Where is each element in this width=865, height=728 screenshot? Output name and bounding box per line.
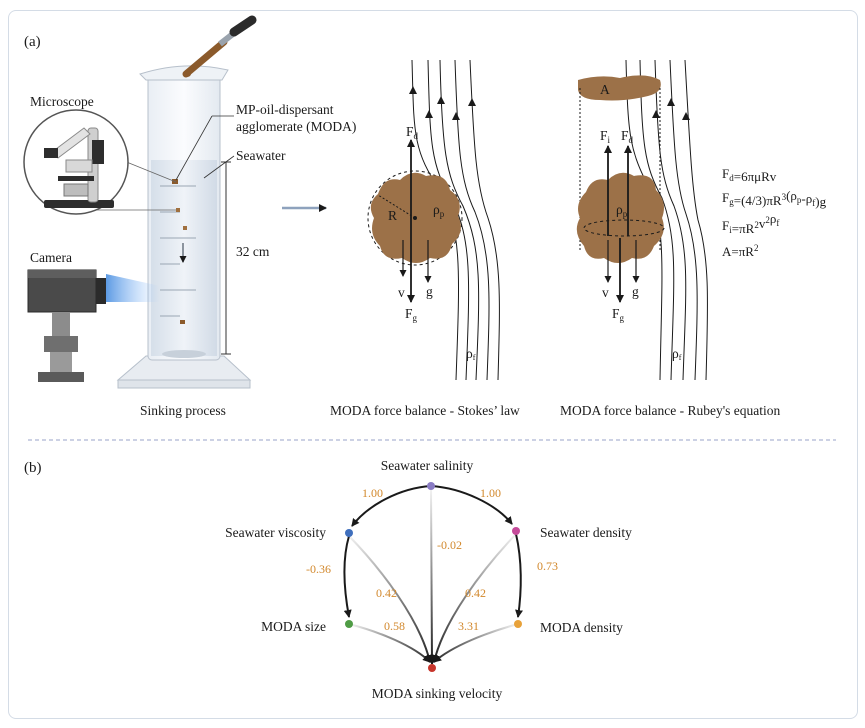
svg-text:Fd: Fd — [621, 128, 634, 145]
node-label-density: Seawater density — [540, 525, 632, 540]
coef-salinity-velocity: -0.02 — [437, 538, 462, 552]
node-label-velocity: MODA sinking velocity — [372, 686, 503, 701]
seawater-leader — [203, 155, 235, 179]
node-label-size: MODA size — [261, 619, 326, 634]
coef-salinity-density: 1.00 — [480, 486, 501, 500]
equation-fi: Fi=πR2v2ρf — [722, 211, 779, 236]
rubey-a: A — [600, 82, 610, 97]
node-density — [512, 527, 520, 535]
stokes-fd-sub: d — [414, 131, 419, 141]
node-viscosity — [345, 529, 353, 537]
microscope-label: Microscope — [30, 94, 94, 109]
rubey-fg-sub: g — [620, 313, 625, 323]
rubey-fd-sub: d — [629, 135, 634, 145]
rubey-rho-p-sub: p — [623, 209, 628, 219]
microscope-icon — [44, 127, 114, 208]
svg-text:Fd: Fd — [406, 124, 419, 141]
rubey-g: g — [632, 284, 639, 299]
equation-fd: Fd=6πμRv — [722, 166, 777, 184]
edge-salinity-viscosity — [351, 485, 432, 527]
panel-b-label: (b) — [24, 460, 42, 476]
edge-viscosity-velocity — [348, 535, 433, 663]
stokes-g: g — [426, 284, 433, 299]
moda-label-line1: MP-oil-dispersant — [236, 102, 334, 117]
rubey-rho-p: ρ — [616, 202, 623, 217]
rubey-fd: F — [621, 128, 629, 143]
stokes-caption: MODA force balance - Stokes’ law — [330, 403, 520, 418]
node-velocity — [428, 664, 436, 672]
rubey-rho-f-sub: f — [679, 353, 682, 362]
stokes-fg: F — [405, 306, 413, 321]
coef-density-velocity: 0.42 — [465, 586, 486, 600]
stokes-rho-p: ρ — [433, 202, 440, 217]
rubey-caption: MODA force balance - Rubey's equation — [560, 403, 780, 418]
node-salinity — [427, 482, 435, 490]
coef-viscosity-size: -0.36 — [306, 562, 331, 576]
rubey-v: v — [602, 285, 609, 300]
rubey-fi-sub: i — [608, 135, 611, 145]
coef-size-velocity: 0.58 — [384, 619, 405, 633]
stokes-r: R — [388, 208, 397, 223]
node-label-salinity: Seawater salinity — [381, 458, 474, 473]
stokes-stream-arrows — [409, 86, 476, 120]
stokes-fg-sub: g — [413, 313, 418, 323]
moda-agglomerate-rubey — [576, 172, 664, 263]
coef-salinity-viscosity: 1.00 — [362, 486, 383, 500]
height-bracket — [221, 161, 231, 355]
edge-density-moda_density — [515, 533, 523, 618]
coef-density-moda_density: 0.73 — [537, 559, 558, 573]
svg-text:Fg: Fg — [612, 306, 625, 323]
camera-label: Camera — [30, 250, 72, 265]
rubey-streamlines — [625, 59, 709, 381]
rubey-fi: F — [600, 128, 608, 143]
coef-moda_density-velocity: 3.31 — [458, 619, 479, 633]
moda-label-line2: agglomerate (MODA) — [236, 119, 356, 134]
stokes-rho-p-sub: p — [440, 209, 445, 219]
rubey-fg: F — [612, 306, 620, 321]
edge-salinity-density — [430, 485, 513, 525]
node-label-moda_density: MODA density — [540, 620, 623, 635]
equation-a: A=πR2 — [722, 243, 758, 259]
stokes-rho-f-sub: f — [473, 353, 476, 362]
edge-size-velocity — [348, 623, 431, 663]
edge-salinity-velocity — [427, 487, 436, 665]
path-diagram: 1.00 1.00 -0.02 -0.36 0.42 0.73 0.42 0.58 3.31 Se… — [225, 458, 632, 701]
sinking-caption: Sinking process — [140, 403, 226, 418]
svg-text:Fi: Fi — [600, 128, 611, 145]
edge-moda_density-velocity — [433, 623, 519, 663]
rubey-diagram — [576, 59, 709, 381]
seawater-label: Seawater — [236, 148, 286, 163]
svg-text:ρf: ρf — [466, 346, 476, 362]
panel-a-label: (a) — [24, 34, 41, 50]
stokes-diagram — [367, 59, 500, 381]
edge-density-velocity — [431, 533, 517, 663]
svg-text:ρp: ρp — [616, 202, 628, 219]
node-moda_density — [514, 620, 522, 628]
stokes-v: v — [398, 285, 405, 300]
dropper-icon — [182, 15, 257, 78]
edge-viscosity-size — [343, 535, 352, 618]
equation-fg: Fg=(4/3)πR3(ρp-ρf)g — [722, 188, 827, 209]
stokes-fd: F — [406, 124, 414, 139]
node-size — [345, 620, 353, 628]
svg-text:Fg: Fg — [405, 306, 418, 323]
node-label-viscosity: Seawater viscosity — [225, 525, 326, 540]
height-label: 32 cm — [236, 244, 270, 259]
svg-text:ρf: ρf — [672, 346, 682, 362]
stokes-rho-f: ρ — [466, 346, 473, 361]
rubey-rho-f: ρ — [672, 346, 679, 361]
projected-area-shape — [578, 75, 661, 101]
svg-text:ρp: ρp — [433, 202, 445, 219]
coef-viscosity-velocity: 0.42 — [376, 586, 397, 600]
camera-icon — [27, 269, 160, 382]
